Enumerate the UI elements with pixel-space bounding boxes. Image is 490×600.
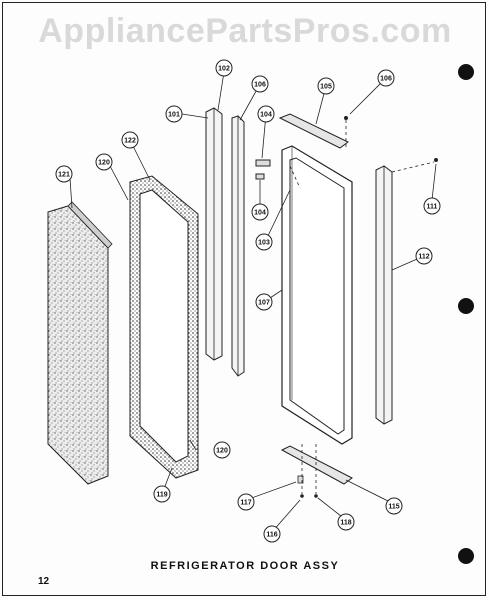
part-122-gasket-frame — [129, 175, 199, 479]
part-115-bottom-cap — [280, 445, 353, 485]
callout-111: 111 — [423, 197, 441, 215]
part-121-insulation-panel — [47, 201, 113, 485]
callout-106-bottom: 118 — [337, 513, 355, 531]
svg-text:105: 105 — [320, 84, 332, 91]
callout-105: 105 — [317, 77, 335, 95]
svg-text:117: 117 — [240, 500, 251, 507]
part-107-door-panel — [281, 145, 353, 445]
svg-text:120: 120 — [216, 448, 228, 455]
callout-112: 112 — [415, 247, 433, 265]
callout-115: 115 — [385, 497, 403, 515]
callout-119: 119 — [153, 485, 171, 503]
svg-text:122: 122 — [124, 138, 136, 145]
alignment-lines — [289, 120, 435, 494]
svg-text:112: 112 — [418, 254, 429, 261]
svg-text:106: 106 — [254, 82, 266, 89]
binder-hole-middle — [458, 298, 474, 314]
part-106-screw-top — [344, 116, 348, 120]
callout-103: 103 — [255, 233, 273, 251]
part-102-trim-strip — [231, 115, 245, 377]
part-118-screw — [300, 494, 304, 498]
svg-text:102: 102 — [218, 66, 230, 73]
callout-106-top-right: 106 — [377, 69, 395, 87]
page-number: 12 — [38, 576, 50, 587]
svg-text:103: 103 — [258, 240, 270, 247]
svg-text:111: 111 — [427, 204, 438, 211]
callout-116: 116 — [263, 525, 281, 543]
callout-104-bottom: 104 — [251, 203, 269, 221]
callout-117: 117 — [237, 493, 255, 511]
svg-text:120: 120 — [98, 160, 110, 167]
page-border — [2, 2, 486, 596]
svg-text:104: 104 — [260, 112, 272, 119]
svg-text:101: 101 — [168, 112, 180, 119]
callout-101: 101 — [165, 105, 183, 123]
callout-107: 107 — [255, 293, 273, 311]
svg-text:118: 118 — [340, 520, 351, 527]
part-117-clip — [297, 475, 304, 484]
callout-104-top: 104 — [257, 105, 275, 123]
callout-122: 122 — [121, 131, 139, 149]
part-101-trim-strip — [205, 107, 223, 361]
svg-text:115: 115 — [388, 504, 399, 511]
part-104-hinge-bracket — [255, 159, 271, 180]
callout-102: 102 — [215, 59, 233, 77]
leader-lines — [69, 71, 437, 533]
svg-text:119: 119 — [156, 492, 167, 499]
watermark: AppliancePartsPros.com — [38, 12, 452, 50]
callout-120-top: 120 — [95, 153, 113, 171]
svg-text:121: 121 — [58, 172, 70, 179]
diagram-caption: REFRIGERATOR DOOR ASSY — [150, 560, 340, 572]
svg-text:116: 116 — [266, 532, 277, 539]
callout-106-top: 106 — [251, 75, 269, 93]
part-106-screw-bottom — [314, 494, 318, 498]
part-105-top-cap — [278, 113, 349, 149]
svg-text:104: 104 — [254, 210, 266, 217]
callout-121: 121 — [55, 165, 73, 183]
svg-text:106: 106 — [380, 76, 392, 83]
binder-hole-bottom — [458, 548, 474, 564]
svg-text:107: 107 — [258, 300, 270, 307]
binder-hole-top — [458, 64, 474, 80]
part-112-side-trim — [375, 165, 393, 425]
callout-120-bottom: 120 — [213, 441, 231, 459]
part-111-screw — [434, 158, 438, 162]
